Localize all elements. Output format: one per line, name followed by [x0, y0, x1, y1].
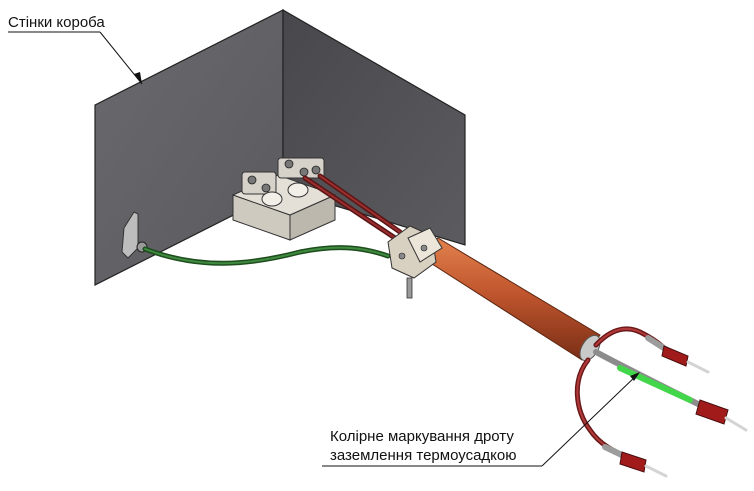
label-ground-marking-line2: заземлення термоусадкою [330, 447, 517, 464]
outer-wires [574, 326, 748, 478]
phase-wires-inner [302, 173, 403, 241]
ground-wire [142, 245, 391, 266]
ground-marking [617, 365, 693, 403]
callout-ground-marking: Колірне маркування дроту заземлення терм… [322, 372, 640, 467]
label-box-walls: Стінки короба [8, 14, 105, 31]
terminal-block [231, 157, 337, 241]
box-walls [94, 8, 466, 286]
heat-shrink-cable [417, 237, 601, 362]
callout-box-walls: Стінки короба [8, 14, 143, 85]
label-ground-marking-line1: Колірне маркування дроту [330, 428, 514, 445]
cable-gland [387, 225, 443, 299]
wall-right [282, 8, 466, 246]
ground-lug [121, 211, 148, 259]
